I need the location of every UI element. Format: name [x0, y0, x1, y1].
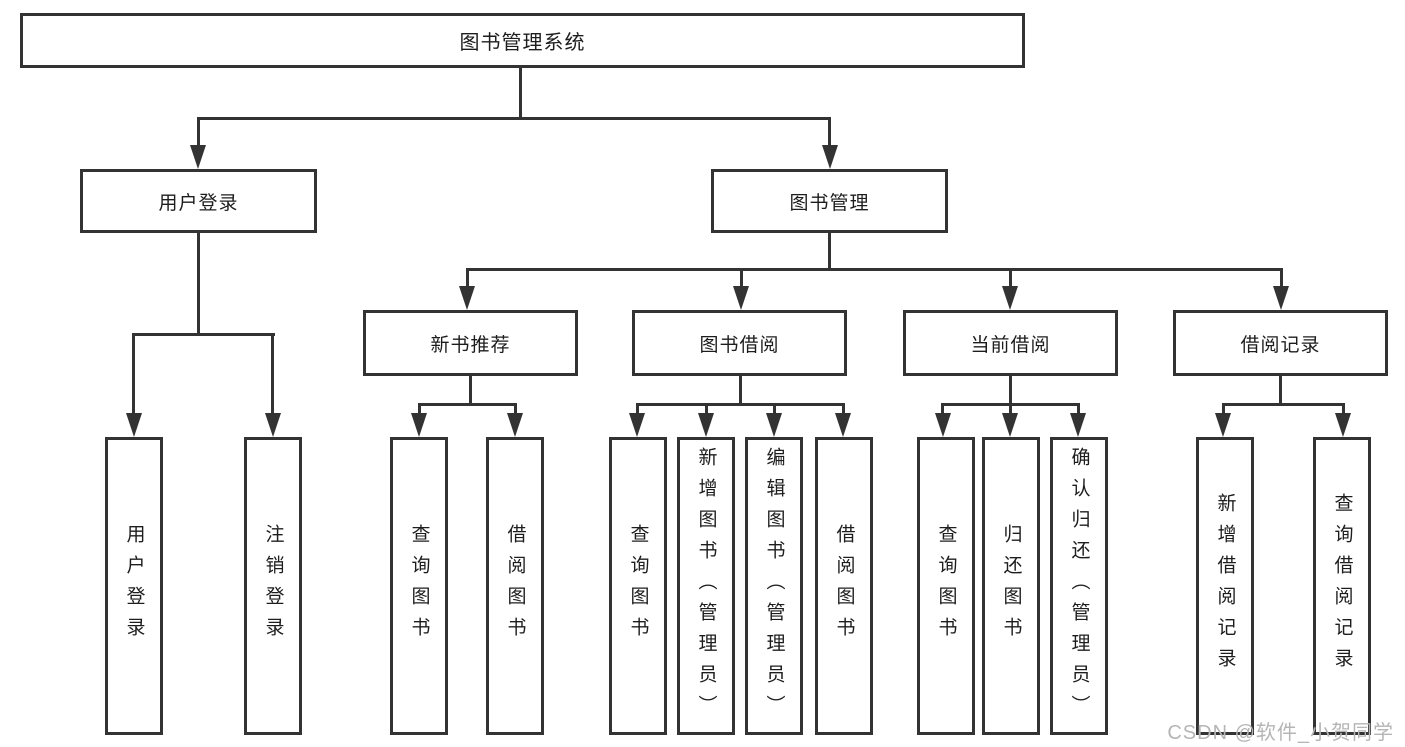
arrowhead-to-borrow-edit	[766, 413, 782, 437]
connector-drop-new-book-recommend	[466, 268, 469, 290]
node-book-management: 图书管理	[711, 169, 948, 233]
leaf-borrow-borrow-books: 借阅图书	[815, 437, 873, 735]
node-borrow-records: 借阅记录	[1173, 310, 1388, 376]
node-label: 查询图书	[627, 524, 649, 648]
node-library-management-system: 图书管理系统	[20, 13, 1025, 68]
node-book-borrow: 图书借阅	[632, 310, 847, 376]
node-label: 查询借阅记录	[1331, 493, 1353, 679]
connector-drop-current-return	[1009, 403, 1012, 417]
node-label: 借阅图书	[504, 524, 526, 648]
node-label: 查询图书	[935, 524, 957, 648]
connector-drop-book-borrow	[740, 268, 743, 290]
leaf-borrow-edit-books-admin: 编辑图书（管理员）	[745, 437, 803, 735]
node-label: 图书管理系统	[459, 32, 586, 54]
arrowhead-to-borrow-query	[629, 413, 645, 437]
leaf-records-add-record: 新增借阅记录	[1196, 437, 1254, 735]
node-user-login: 用户登录	[80, 169, 317, 233]
leaf-borrow-add-books-admin: 新增图书（管理员）	[677, 437, 735, 735]
connector-root-drop-left	[197, 117, 200, 147]
connector-recommend-stem	[469, 376, 472, 406]
connector-user-login-stem	[197, 233, 200, 336]
csdn-watermark: CSDN @软件_小贺同学	[1167, 722, 1394, 744]
connector-drop-leaf-logout	[271, 333, 274, 415]
arrowhead-to-leaf-user-login	[126, 413, 142, 437]
node-label: 查询图书	[408, 524, 430, 648]
leaf-user-login: 用户登录	[105, 437, 163, 735]
connector-root-stem	[519, 68, 522, 120]
connector-book-mgmt-hbar	[466, 268, 1283, 271]
leaf-current-return-books: 归还图书	[982, 437, 1040, 735]
connector-borrow-hbar	[636, 403, 845, 406]
node-label: 注销登录	[262, 524, 284, 648]
arrowhead-to-records-add	[1215, 413, 1231, 437]
arrowhead-to-recommend-query	[411, 413, 427, 437]
arrowhead-to-book-management	[822, 145, 838, 169]
arrowhead-to-borrow-records	[1273, 286, 1289, 310]
arrowhead-to-current-confirm	[1070, 413, 1086, 437]
connector-borrow-stem	[739, 376, 742, 406]
arrowhead-to-records-query	[1335, 413, 1351, 437]
node-label: 当前借阅	[970, 334, 1051, 356]
arrowhead-to-current-borrow	[1002, 286, 1018, 310]
arrowhead-to-current-query	[935, 413, 951, 437]
node-label: 归还图书	[1000, 524, 1022, 648]
connector-drop-current-query	[941, 403, 944, 417]
connector-recommend-hbar	[418, 403, 517, 406]
leaf-recommend-query-books: 查询图书	[390, 437, 448, 735]
node-label: 图书管理	[789, 192, 870, 214]
connector-drop-recommend-borrow	[514, 403, 517, 417]
connector-current-stem	[1009, 376, 1012, 406]
arrowhead-to-user-login	[190, 145, 206, 169]
arrowhead-to-recommend-borrow	[507, 413, 523, 437]
node-current-borrow: 当前借阅	[903, 310, 1118, 376]
node-new-book-recommend: 新书推荐	[363, 310, 578, 376]
arrowhead-to-borrow-borrow	[835, 413, 851, 437]
node-label: 新增借阅记录	[1214, 493, 1236, 679]
connector-drop-current-borrow	[1009, 268, 1012, 290]
arrowhead-to-new-book-recommend	[459, 286, 475, 310]
node-label: 图书借阅	[699, 334, 780, 356]
connector-drop-records-query	[1342, 403, 1345, 417]
connector-drop-borrow-records	[1280, 268, 1283, 290]
leaf-current-query-books: 查询图书	[917, 437, 975, 735]
connector-root-hbar	[197, 117, 831, 120]
node-label: 用户登录	[158, 192, 239, 214]
arrowhead-to-borrow-add	[698, 413, 714, 437]
connector-book-mgmt-stem	[828, 233, 831, 271]
arrowhead-to-leaf-logout	[265, 413, 281, 437]
node-label: 借阅图书	[833, 524, 855, 648]
connector-records-stem	[1279, 376, 1282, 406]
leaf-records-query-record: 查询借阅记录	[1313, 437, 1371, 735]
connector-drop-borrow-add	[705, 403, 708, 417]
node-label: 编辑图书（管理员）	[763, 446, 785, 726]
node-label: 新书推荐	[430, 334, 511, 356]
arrowhead-to-current-return	[1002, 413, 1018, 437]
connector-records-hbar	[1222, 403, 1345, 406]
node-label: 借阅记录	[1240, 334, 1321, 356]
connector-drop-records-add	[1222, 403, 1225, 417]
connector-drop-borrow-edit	[773, 403, 776, 417]
leaf-current-confirm-return-admin: 确认归还（管理员）	[1050, 437, 1108, 735]
leaf-logout: 注销登录	[244, 437, 302, 735]
connector-drop-current-confirm	[1077, 403, 1080, 417]
leaf-borrow-query-books: 查询图书	[609, 437, 667, 735]
connector-root-drop-right	[828, 117, 831, 147]
leaf-recommend-borrow-books: 借阅图书	[486, 437, 544, 735]
node-label: 确认归还（管理员）	[1068, 446, 1090, 726]
node-label: 新增图书（管理员）	[695, 446, 717, 726]
connector-drop-borrow-borrow	[842, 403, 845, 417]
node-label: 用户登录	[123, 524, 145, 648]
connector-drop-recommend-query	[418, 403, 421, 417]
arrowhead-to-book-borrow	[733, 286, 749, 310]
connector-drop-leaf-user-login	[132, 333, 135, 415]
connector-user-login-hbar	[132, 333, 275, 336]
connector-drop-borrow-query	[636, 403, 639, 417]
